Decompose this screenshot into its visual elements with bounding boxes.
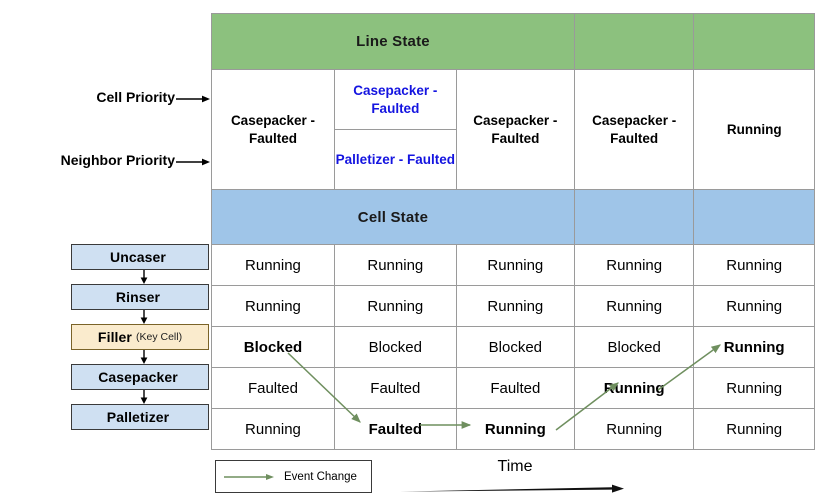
cell-priority-label: Cell Priority (96, 89, 175, 105)
priority-cell-1: Casepacker - Faulted (211, 69, 335, 190)
chain-box-rinser[interactable]: Rinser (71, 284, 209, 310)
time-axis: Time (400, 458, 630, 500)
state-cell: Running (211, 285, 335, 327)
cell-state-band-filler-4 (573, 189, 695, 245)
legend-box: Event Change (215, 460, 372, 493)
state-cell: Running (455, 285, 575, 327)
state-cell: Running (455, 244, 575, 286)
state-cell: Blocked (333, 326, 457, 368)
state-cell: Running (455, 408, 575, 450)
state-timeline-table: Line State Casepacker - Faulted Casepack… (211, 13, 815, 450)
priority-cell-text-bottom: Palletizer - Faulted (335, 151, 455, 167)
state-cell: Running (211, 244, 335, 286)
state-cell: Running (573, 244, 695, 286)
state-cell: Running (333, 244, 457, 286)
table-row: Running Running Running Running Running (211, 285, 815, 327)
chain-box-sublabel: (Key Cell) (135, 331, 183, 343)
chain-box-filler[interactable]: Filler (Key Cell) (71, 324, 209, 350)
chain-box-label: Casepacker (98, 369, 178, 385)
neighbor-priority-label: Neighbor Priority (60, 152, 175, 168)
priority-cell-5: Running (693, 69, 815, 190)
line-state-band-filler-5 (693, 13, 815, 70)
state-cell: Running (211, 408, 335, 450)
state-cell: Running (333, 285, 457, 327)
state-cell: Running (693, 285, 815, 327)
priority-cell-text: Casepacker - Faulted (473, 113, 558, 146)
priority-cell-3: Casepacker - Faulted (455, 69, 575, 190)
priority-cell-4: Casepacker - Faulted (573, 69, 695, 190)
state-cell: Running (693, 408, 815, 450)
table-row: Blocked Blocked Blocked Blocked Running (211, 326, 815, 368)
line-state-band-filler-4 (573, 13, 695, 70)
cell-state-band-row: Cell State (211, 189, 815, 245)
table-row: Running Faulted Running Running Running (211, 408, 815, 450)
state-cell: Running (573, 285, 695, 327)
chain-box-uncaser[interactable]: Uncaser (71, 244, 209, 270)
priority-cell-text: Casepacker - Faulted (230, 113, 315, 146)
priority-cell-text-top: Casepacker - Faulted (334, 70, 456, 130)
table-row: Running Running Running Running Running (211, 244, 815, 286)
priority-cell-text: Casepacker - Faulted (592, 113, 677, 146)
state-cell: Running (693, 326, 815, 368)
legend-label: Event Change (284, 470, 357, 483)
priority-cell-text: Running (726, 121, 782, 137)
cell-state-header-label: Cell State (357, 208, 429, 226)
chain-box-casepacker[interactable]: Casepacker (71, 364, 209, 390)
state-cell: Blocked (211, 326, 335, 368)
chain-arrow-down-icon-4 (140, 390, 148, 404)
priority-cell-2: Casepacker - Faulted Palletizer - Faulte… (333, 69, 457, 190)
chain-box-label: Palletizer (106, 409, 170, 425)
state-cell: Running (693, 244, 815, 286)
line-state-header-label: Line State (356, 33, 430, 50)
state-cell: Blocked (455, 326, 575, 368)
chain-arrow-down-icon-3 (140, 350, 148, 364)
table-row: Faulted Faulted Faulted Running Running (211, 367, 815, 409)
chain-box-label: Uncaser (110, 249, 166, 265)
chain-arrow-down-icon-2 (140, 310, 148, 324)
line-state-header-cell: Line State (211, 13, 575, 70)
state-cell: Running (573, 408, 695, 450)
state-cell: Faulted (333, 408, 457, 450)
cell-state-band-filler-5 (693, 189, 815, 245)
cell-priority-arrow-icon (176, 95, 210, 103)
chain-box-label: Rinser (115, 289, 161, 305)
state-cell: Faulted (455, 367, 575, 409)
time-axis-arrow-icon (400, 484, 624, 493)
cell-state-header-cell: Cell State (211, 189, 575, 245)
chain-box-label: Filler (97, 329, 132, 345)
priority-row: Casepacker - Faulted Casepacker - Faulte… (211, 69, 815, 190)
time-axis-label: Time (497, 458, 533, 475)
line-state-band-row: Line State (211, 13, 815, 70)
event-change-arrow-icon (224, 473, 274, 480)
state-cell: Faulted (211, 367, 335, 409)
neighbor-priority-arrow-icon (176, 158, 210, 166)
state-cell: Faulted (333, 367, 457, 409)
chain-box-palletizer[interactable]: Palletizer (71, 404, 209, 430)
state-cell: Running (693, 367, 815, 409)
state-cell: Blocked (573, 326, 695, 368)
chain-arrow-down-icon-1 (140, 270, 148, 284)
state-cell: Running (573, 367, 695, 409)
